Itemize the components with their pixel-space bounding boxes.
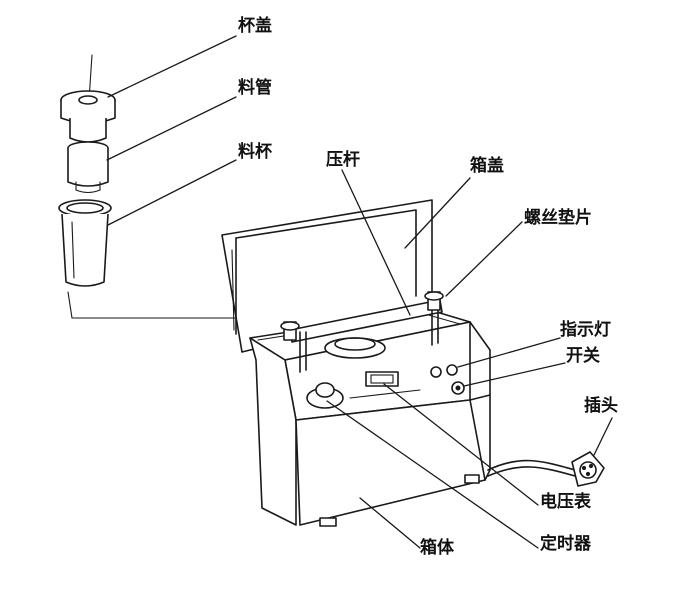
material-tube-part xyxy=(67,141,109,194)
timer-knob-part xyxy=(306,382,344,409)
leader-screw-washer xyxy=(445,221,523,297)
leader-material-cup xyxy=(107,159,237,226)
cup-lid-part xyxy=(60,54,116,143)
label-material-cup: 料杯 xyxy=(238,142,272,162)
leader-box-body xyxy=(359,497,421,549)
plug-part xyxy=(571,451,605,487)
indicator-light-part xyxy=(430,364,458,378)
label-press-rod: 压杆 xyxy=(326,150,360,170)
label-voltmeter: 电压表 xyxy=(540,492,591,512)
leader-cup-lid xyxy=(107,35,237,98)
leader-timer xyxy=(326,400,539,549)
label-cup-lid: 杯盖 xyxy=(238,16,272,36)
screw-washer-part xyxy=(280,291,444,331)
leader-indicator-light xyxy=(457,337,561,368)
power-cord-part xyxy=(487,459,576,477)
label-timer: 定时器 xyxy=(540,534,591,554)
label-box-lid: 箱盖 xyxy=(470,156,504,176)
label-switch: 开关 xyxy=(566,346,600,366)
label-box-body: 箱体 xyxy=(420,538,454,558)
leader-voltmeter xyxy=(383,383,539,506)
label-indicator-light: 指示灯 xyxy=(560,320,611,340)
leader-switch xyxy=(463,362,566,387)
leader-material-tube xyxy=(106,96,237,161)
leader-press-rod xyxy=(341,169,411,316)
label-plug: 插头 xyxy=(584,396,618,416)
switch-part xyxy=(451,381,465,395)
box-body-part xyxy=(249,321,491,527)
voltmeter-part xyxy=(365,371,399,387)
label-material-tube: 料管 xyxy=(238,78,272,98)
leader-box-lid xyxy=(404,177,471,249)
material-cup-part xyxy=(58,199,112,287)
label-screw-washer: 螺丝垫片 xyxy=(524,208,592,228)
leader-plug xyxy=(593,417,613,456)
